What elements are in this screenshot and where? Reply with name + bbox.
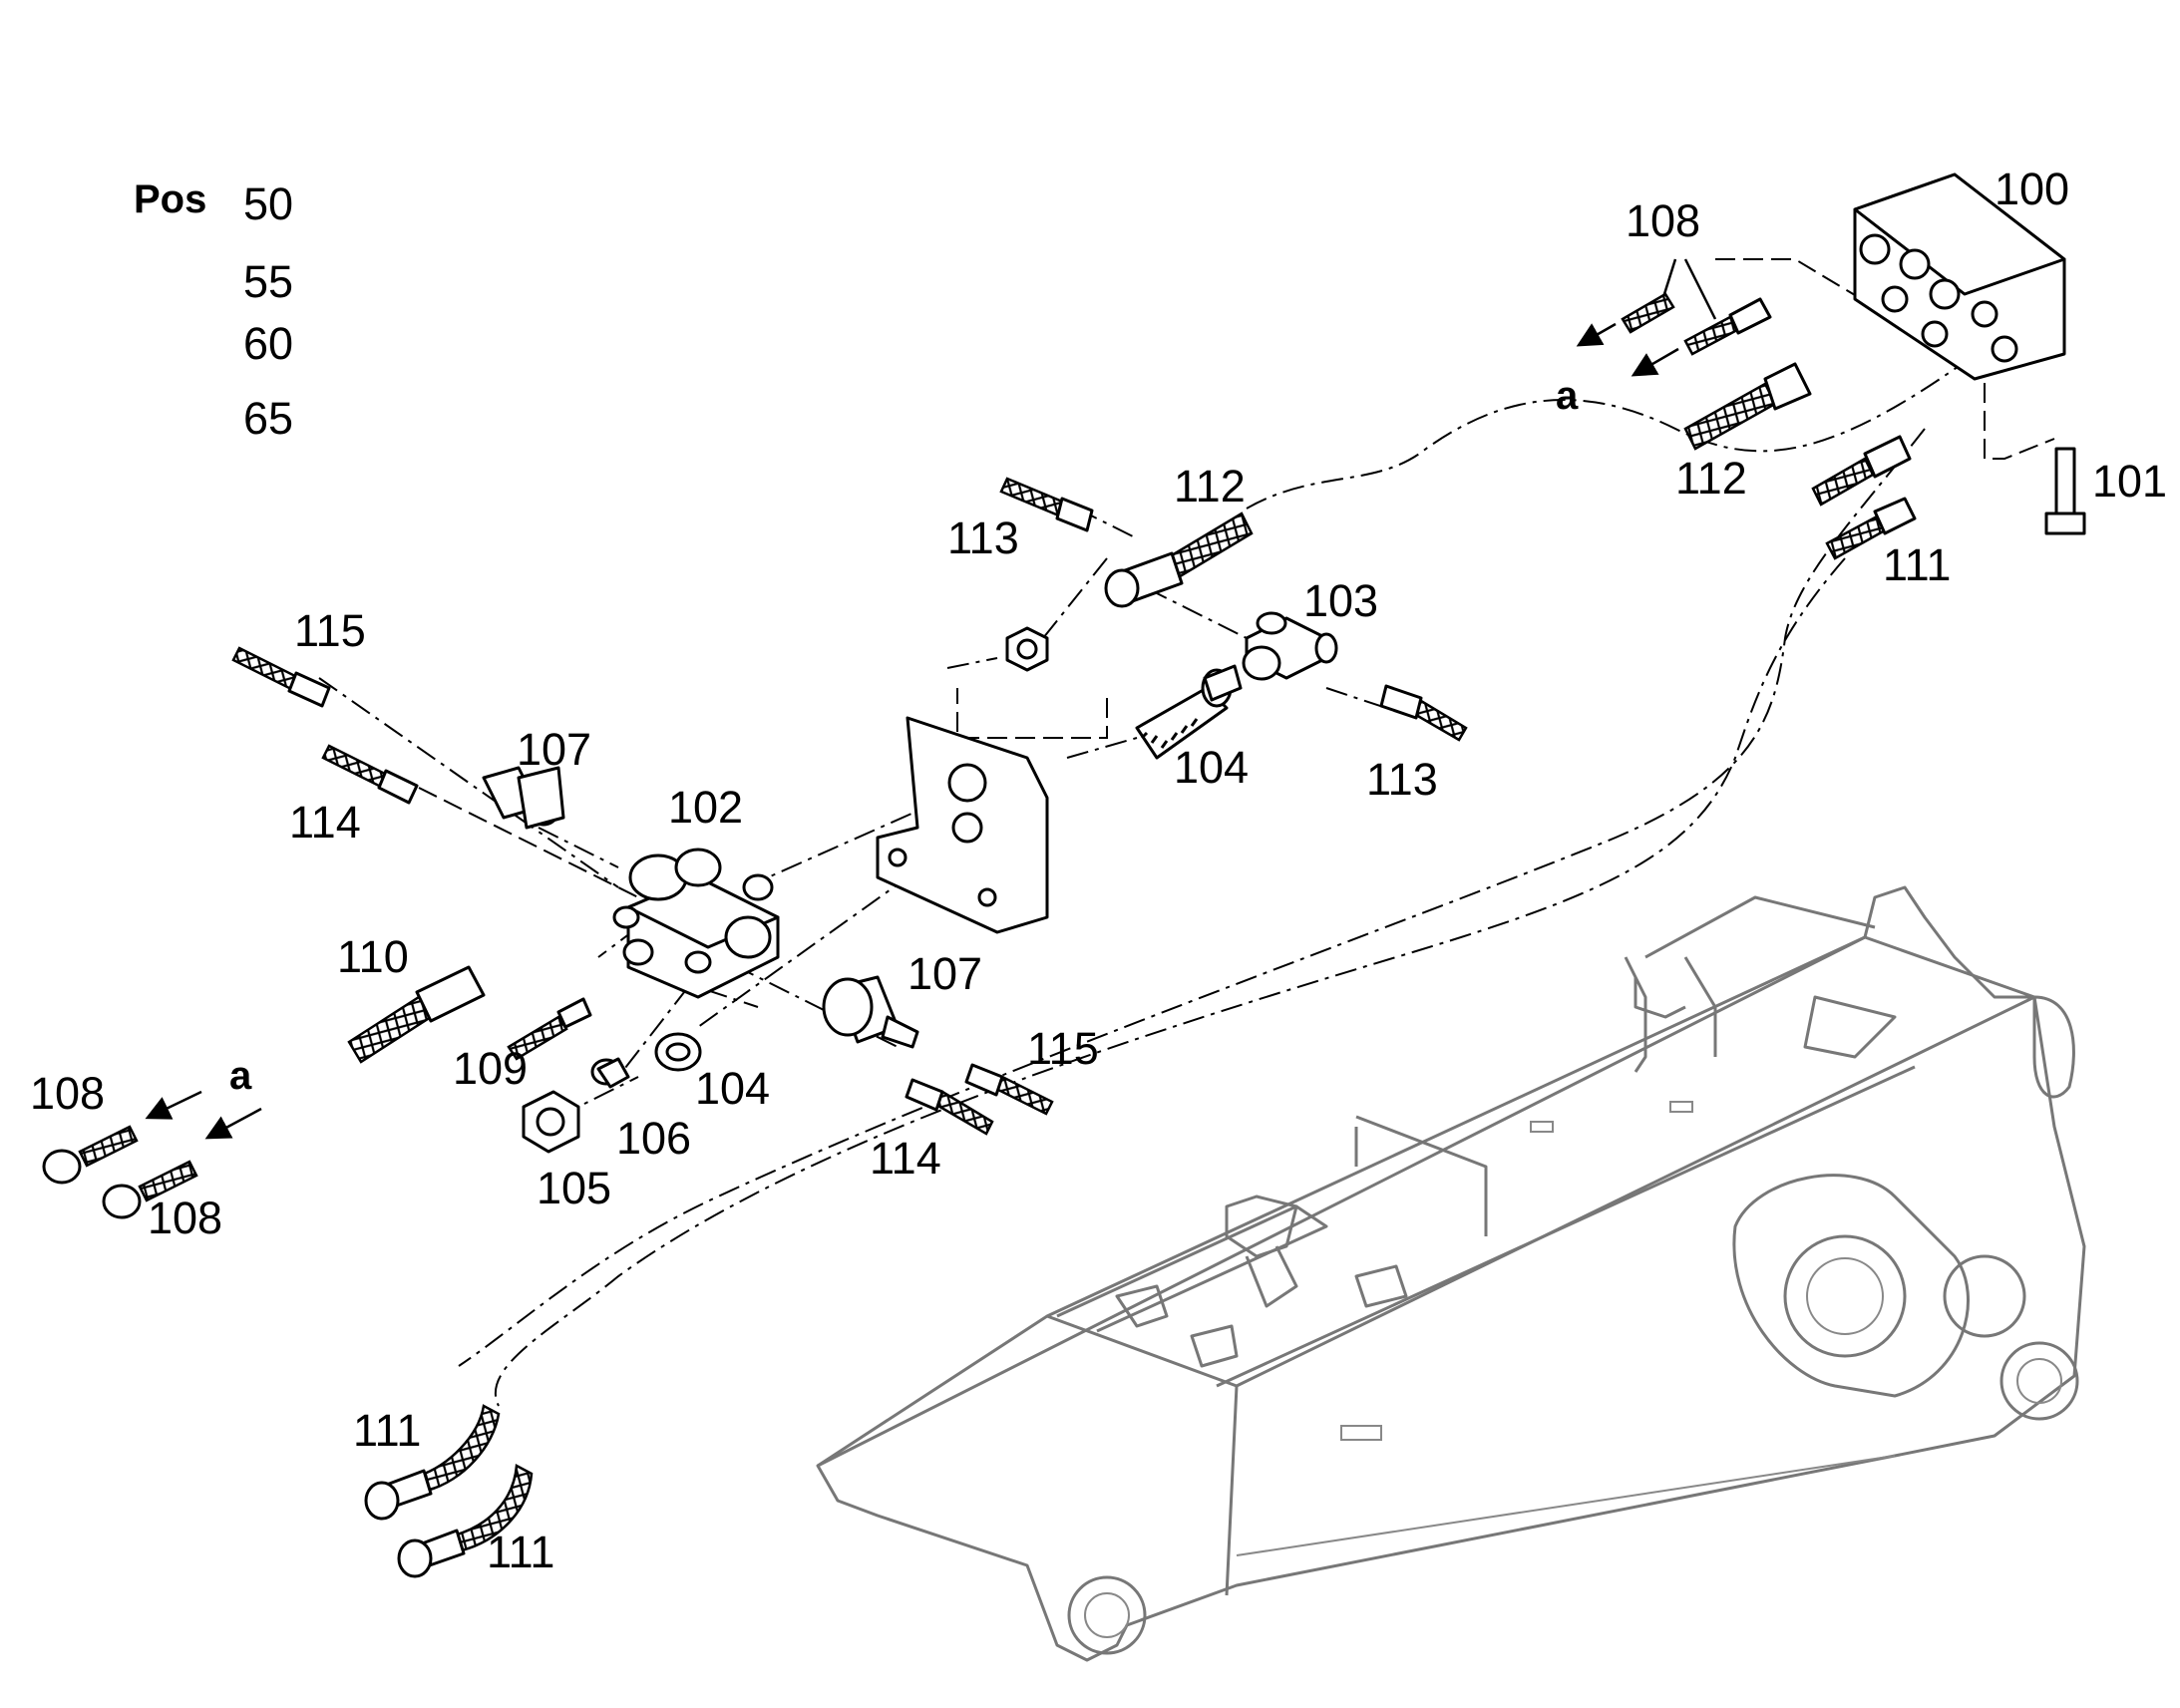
boom-assembly	[816, 885, 2086, 1662]
callout-100: 100	[1995, 164, 2069, 214]
callout-114-lower: 114	[870, 1133, 941, 1184]
hose-111-left-a	[364, 1404, 501, 1521]
callout-115-upper: 115	[294, 605, 366, 656]
hose-109	[507, 997, 592, 1061]
hose-114-lower	[905, 1078, 994, 1136]
hose-112-mid	[1104, 512, 1254, 608]
hose-114-upper	[321, 744, 419, 805]
callout-111-left-upper: 111	[353, 1405, 421, 1456]
callout-110: 110	[337, 931, 409, 982]
callout-113-lower: 113	[1366, 754, 1438, 805]
valve-block-100	[1853, 172, 2066, 381]
callout-107-upper: 107	[517, 724, 591, 775]
hose-111-top-a	[1811, 435, 1912, 507]
hose-115-upper	[231, 646, 331, 708]
callout-108-left-upper: 108	[30, 1068, 105, 1119]
callout-104-lower: 104	[695, 1063, 770, 1114]
tee-fitting-103	[1242, 611, 1338, 681]
hose-108-left-b	[102, 1160, 198, 1219]
callout-102: 102	[668, 782, 743, 833]
hose-108-top-a	[1621, 292, 1675, 334]
sleeve-106	[590, 1057, 630, 1089]
bolt-101	[2044, 447, 2086, 535]
pos-60: 60	[243, 318, 293, 369]
fitting-104-upper	[1135, 664, 1243, 760]
arrows-a-top	[1576, 322, 1679, 377]
callout-112-top: 112	[1675, 453, 1747, 504]
hose-routing-lines	[318, 258, 2055, 1407]
callout-101: 101	[2092, 456, 2167, 507]
pos-55: 55	[243, 256, 293, 307]
nut-105	[522, 1090, 580, 1154]
arrows-a-left	[145, 1090, 262, 1140]
marker-a-left: a	[229, 1054, 252, 1098]
leader-108-top	[1661, 258, 1717, 320]
callout-114-upper: 114	[289, 797, 361, 848]
callout-115-lower: 115	[1027, 1023, 1099, 1074]
hose-108-left-a	[42, 1125, 139, 1185]
callout-111-left-lower: 111	[487, 1527, 554, 1577]
callout-108-top: 108	[1626, 195, 1700, 246]
hose-115-lower	[964, 1063, 1054, 1116]
hose-111-top-b	[1825, 497, 1917, 560]
callout-109: 109	[453, 1043, 528, 1094]
distributor-block-102	[612, 848, 780, 999]
pos-50: 50	[243, 178, 293, 229]
pos-title: Pos	[134, 177, 206, 221]
hose-113-lower	[1379, 684, 1468, 742]
hose-113-upper	[999, 477, 1094, 532]
pos-65: 65	[243, 393, 293, 444]
hose-112-top	[1683, 362, 1812, 451]
fitting-107-lower	[822, 975, 919, 1049]
callout-106: 106	[616, 1113, 691, 1164]
callout-113-upper: 113	[947, 512, 1019, 563]
hose-110	[347, 965, 486, 1064]
hose-108-top-b	[1683, 297, 1772, 356]
callout-105: 105	[537, 1163, 611, 1213]
nut-104-lower	[654, 1032, 702, 1072]
callout-103: 103	[1303, 575, 1378, 626]
mounting-bracket	[876, 716, 1049, 934]
callout-108-left-lower: 108	[148, 1193, 222, 1243]
callout-111-top: 111	[1883, 539, 1951, 590]
nut-upper	[1005, 626, 1049, 672]
callout-labels: 100 101 102 103 104 104 105 106 107 107 …	[30, 164, 2167, 1577]
callout-104-upper: 104	[1174, 742, 1249, 793]
fitting-107-upper	[482, 766, 565, 830]
callout-112-mid: 112	[1174, 461, 1246, 512]
callout-107-lower: 107	[908, 948, 982, 999]
position-list: Pos 50 55 60 65	[134, 177, 293, 444]
hose-111-left-b	[397, 1464, 534, 1578]
marker-a-top: a	[1556, 374, 1579, 418]
